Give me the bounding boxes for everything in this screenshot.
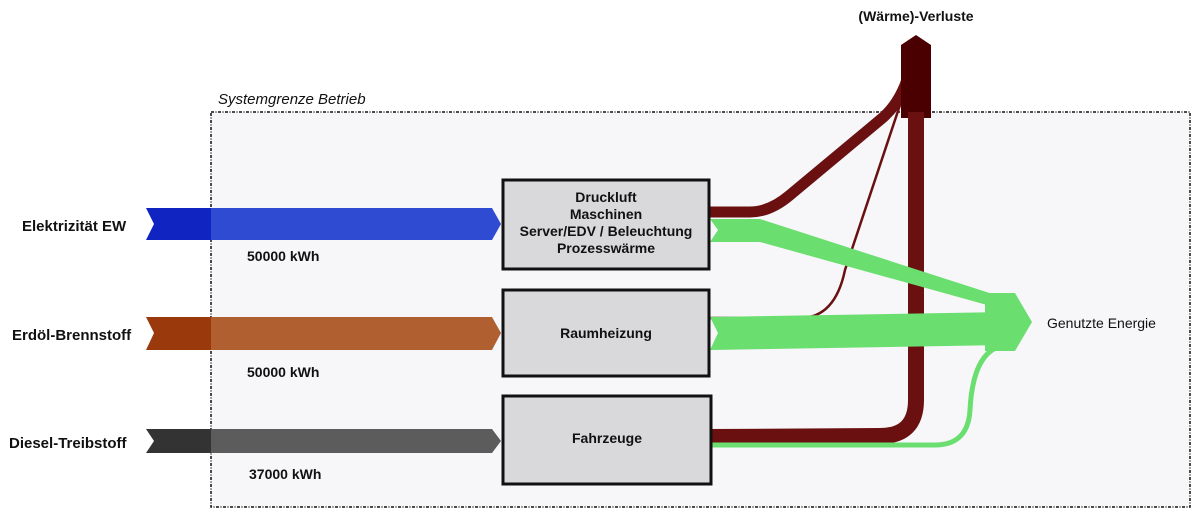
source-arrow-outside — [146, 429, 211, 453]
useful-arrowhead — [985, 293, 1032, 351]
process-line: Fahrzeuge — [572, 430, 642, 446]
source-arrow-inside — [211, 317, 501, 350]
process-line: Server/EDV / Beleuchtung — [520, 223, 693, 239]
source-label-1: Elektrizität EW — [22, 218, 127, 235]
useful-energy-label: Genutzte Energie — [1047, 315, 1156, 331]
loss-flow-process-3 — [709, 60, 924, 445]
process-line: Druckluft — [575, 189, 637, 205]
source-arrow-2 — [146, 317, 501, 350]
source-label-3: Diesel-Treibstoff — [9, 435, 128, 452]
process-box-2: Raumheizung — [501, 288, 711, 378]
source-value-2: 50000 kWh — [247, 364, 319, 380]
source-arrow-3 — [146, 429, 501, 453]
process-box-1: Druckluft Maschinen Server/EDV / Beleuch… — [501, 178, 711, 271]
process-box-3: Fahrzeuge — [501, 394, 713, 486]
useful-flow-process-2 — [710, 312, 1005, 350]
useful-flow-process-1 — [710, 219, 1005, 310]
process-line: Prozesswärme — [557, 240, 655, 256]
source-arrow-1 — [146, 208, 501, 240]
source-label-2: Erdöl-Brennstoff — [12, 327, 132, 344]
source-value-3: 37000 kWh — [249, 466, 321, 482]
useful-flows — [710, 219, 1032, 448]
process-line: Raumheizung — [560, 325, 652, 341]
system-boundary-label: Systemgrenze Betrieb — [218, 91, 366, 108]
source-arrow-inside — [211, 208, 501, 240]
process-line: Maschinen — [570, 206, 642, 222]
losses-column — [908, 112, 924, 120]
source-arrow-outside — [146, 208, 211, 240]
source-value-1: 50000 kWh — [247, 248, 319, 264]
useful-flow-process-3 — [712, 342, 1006, 448]
losses-arrowhead — [901, 35, 931, 118]
source-arrow-inside — [211, 429, 501, 453]
losses-label: (Wärme)-Verluste — [858, 8, 973, 24]
source-arrow-outside — [146, 317, 211, 350]
